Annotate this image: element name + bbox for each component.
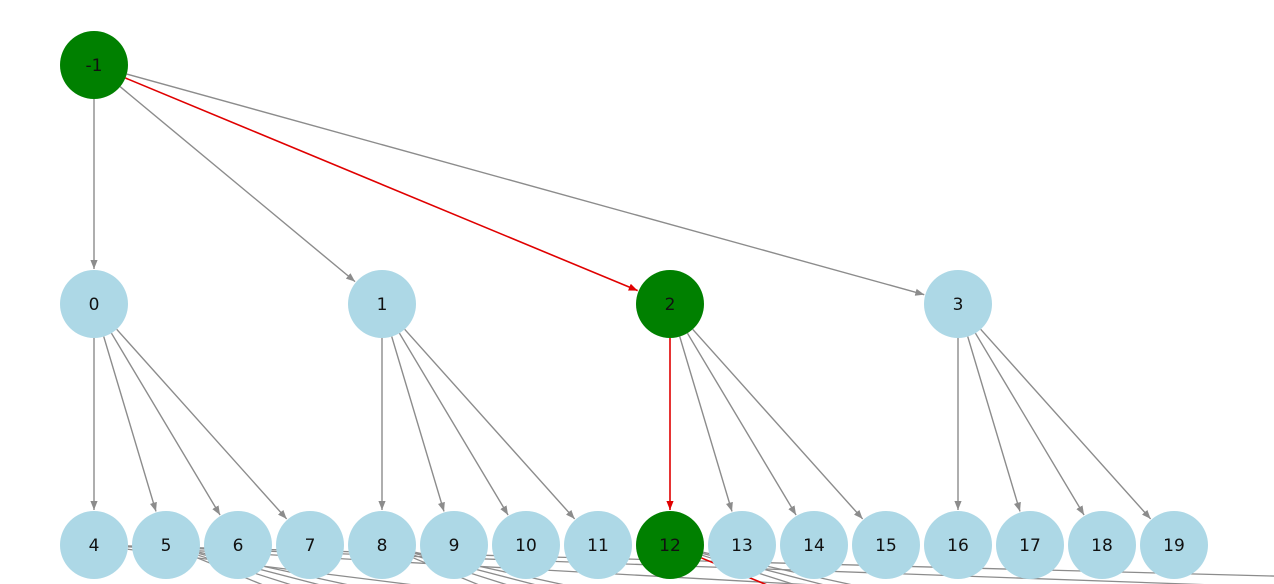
node-label: 10 xyxy=(515,536,537,556)
node-label: 12 xyxy=(659,536,681,556)
edge-2-to-15 xyxy=(692,328,864,520)
node-4: 4 xyxy=(60,511,128,579)
node-label: 18 xyxy=(1091,536,1113,556)
node-9: 9 xyxy=(420,511,488,579)
node-circle xyxy=(852,511,920,579)
node-10: 10 xyxy=(492,511,560,579)
node-circle xyxy=(420,511,488,579)
node-circle xyxy=(348,270,416,338)
node-circle xyxy=(1140,511,1208,579)
edge--1-to-1 xyxy=(119,86,356,283)
node-label: 0 xyxy=(89,295,100,315)
edge-1-to-9 xyxy=(391,336,445,512)
node-label: 15 xyxy=(875,536,897,556)
node-circle xyxy=(492,511,560,579)
edges-group xyxy=(90,73,1152,520)
edge-1-to-10 xyxy=(398,332,509,516)
node-circle xyxy=(924,270,992,338)
node-label: 2 xyxy=(665,295,676,315)
node-label: 3 xyxy=(953,295,964,315)
node-label: 19 xyxy=(1163,536,1185,556)
edge-0-to-6 xyxy=(110,332,221,516)
node-11: 11 xyxy=(564,511,632,579)
edge-2-to-13 xyxy=(679,336,733,512)
node-circle xyxy=(564,511,632,579)
node-label: 11 xyxy=(587,536,609,556)
node-circle xyxy=(204,511,272,579)
node-label: 8 xyxy=(377,536,388,556)
node-label: 9 xyxy=(449,536,460,556)
node-13: 13 xyxy=(708,511,776,579)
edge--1-to-2 xyxy=(125,77,638,292)
node-12: 12 xyxy=(636,511,704,579)
node-label: 1 xyxy=(377,295,388,315)
node-circle xyxy=(780,511,848,579)
node--1: -1 xyxy=(60,31,128,99)
node-label: 7 xyxy=(305,536,316,556)
node-circle xyxy=(636,270,704,338)
node-label: 14 xyxy=(803,536,825,556)
node-16: 16 xyxy=(924,511,992,579)
edge-3-to-17 xyxy=(967,336,1021,512)
node-label: 6 xyxy=(233,536,244,556)
node-0: 0 xyxy=(60,270,128,338)
node-3: 3 xyxy=(924,270,992,338)
node-18: 18 xyxy=(1068,511,1136,579)
node-label: 4 xyxy=(89,536,100,556)
node-label: 13 xyxy=(731,536,753,556)
node-circle xyxy=(60,270,128,338)
edge-0-to-7 xyxy=(116,328,288,520)
node-label: -1 xyxy=(86,56,103,76)
node-1: 1 xyxy=(348,270,416,338)
node-circle xyxy=(924,511,992,579)
node-15: 15 xyxy=(852,511,920,579)
edge--1-to-3 xyxy=(126,73,925,296)
node-7: 7 xyxy=(276,511,344,579)
edge-1-to-11 xyxy=(404,328,576,520)
node-8: 8 xyxy=(348,511,416,579)
node-circle xyxy=(276,511,344,579)
node-label: 17 xyxy=(1019,536,1041,556)
node-circle xyxy=(132,511,200,579)
node-2: 2 xyxy=(636,270,704,338)
edge-3-to-18 xyxy=(974,332,1085,516)
edge-3-to-19 xyxy=(980,328,1152,520)
node-circle xyxy=(348,511,416,579)
node-17: 17 xyxy=(996,511,1064,579)
node-circle xyxy=(708,511,776,579)
node-circle xyxy=(636,511,704,579)
node-14: 14 xyxy=(780,511,848,579)
node-circle xyxy=(996,511,1064,579)
node-6: 6 xyxy=(204,511,272,579)
node-label: 16 xyxy=(947,536,969,556)
node-label: 5 xyxy=(161,536,172,556)
edge-0-to-5 xyxy=(103,336,157,512)
node-circle xyxy=(1068,511,1136,579)
node-19: 19 xyxy=(1140,511,1208,579)
edge-2-to-14 xyxy=(686,332,797,516)
node-5: 5 xyxy=(132,511,200,579)
node-circle xyxy=(60,31,128,99)
node-circle xyxy=(60,511,128,579)
